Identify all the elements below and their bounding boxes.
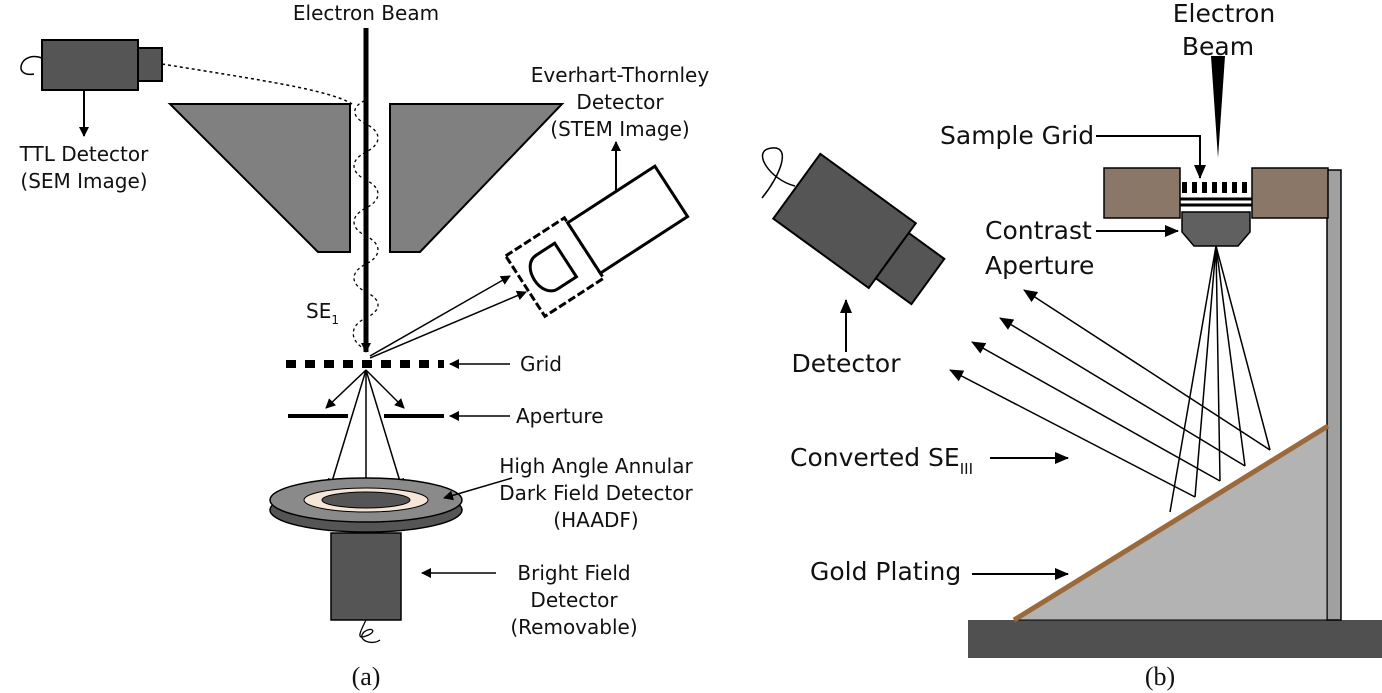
bright-field-cable [359,619,381,644]
converted-se-arrow-4 [949,369,1196,498]
panel-a: Electron Beam TTL Detector (SEM Image) S… [19,1,710,691]
panel-b-caption: (b) [1145,662,1175,691]
bright-field-label-3: (Removable) [510,615,637,639]
sample-grid-label: Sample Grid [940,121,1094,150]
haadf-label-2: Dark Field Detector [499,481,693,505]
electron-beam-label: Electron Beam [293,1,439,25]
transmitted-beam-fan [1169,245,1271,513]
contrast-aperture-label-2: Aperture [985,251,1094,280]
contrast-aperture-label-1: Contrast [985,216,1092,245]
right-pole-piece [389,103,565,253]
scatter-arrow-right-blocked [365,369,405,409]
et-detector-label-3: (STEM Image) [550,117,689,141]
gold-plating-surface [1012,423,1330,623]
se-detector-b [771,152,946,306]
bright-field-detector-body [330,532,402,621]
electron-beam-b [1211,56,1225,158]
se1-label: SE1 [306,299,339,327]
electron-beam-b-label-2: Beam [1182,32,1254,61]
detector-label: Detector [792,349,902,378]
se-detector-b-nose [874,231,946,306]
converted-se-arrow-3 [971,341,1221,482]
contrast-aperture [1181,211,1251,247]
haadf-detector [269,477,463,533]
ttl-detector-label-2: (SEM Image) [20,169,147,193]
bright-field-label-2: Detector [530,588,618,612]
scatter-arrow-right [365,369,405,489]
se-to-et-arrow-2 [369,290,527,359]
support-post [1326,169,1342,621]
et-light-guide [565,164,690,276]
converted-se-arrow-1 [1023,289,1271,451]
panel-a-caption: (a) [352,662,381,691]
ttl-signal-path [161,63,353,105]
et-scintillator [528,241,579,293]
ttl-detector-nose [137,47,163,82]
et-detector-label-2: Detector [576,90,664,114]
bright-field-label-1: Bright Field [517,561,630,585]
grid-label: Grid [520,352,562,376]
haadf-label-1: High Angle Annular [499,454,693,478]
panel-b: Electron Beam Sample Grid Contrast Apert… [761,0,1382,691]
et-detector-label-1: Everhart-Thornley [531,63,710,87]
et-detector [503,164,690,319]
scatter-arrow-left [327,369,367,489]
se-detector-b-cable [761,147,796,199]
se-to-et-arrow-1 [369,275,511,357]
ttl-cable [20,55,43,75]
haadf-label-3: (HAADF) [553,508,638,532]
sample-grid-pointer-arrow [1096,135,1206,179]
se1-trajectory [352,99,379,351]
ttl-detector-label-1: TTL Detector [19,142,150,166]
converted-se-arrow-2 [999,317,1246,467]
electron-beam-b-label-1: Electron [1173,0,1276,28]
ttl-detector [20,39,163,137]
left-pole-piece [167,103,351,253]
holder-right [1251,167,1329,219]
scatter-arrow-left-blocked [325,369,367,409]
gold-plating-label: Gold Plating [810,557,961,586]
aperture-label: Aperture [516,404,604,428]
base-plate [968,620,1382,658]
ttl-detector-body [41,39,139,91]
bright-field-top [321,491,411,509]
sample-grid [1180,182,1252,207]
converted-se-label: Converted SEIII [790,443,973,478]
haadf-pointer-arrow [443,477,513,501]
holder-left [1103,167,1181,219]
